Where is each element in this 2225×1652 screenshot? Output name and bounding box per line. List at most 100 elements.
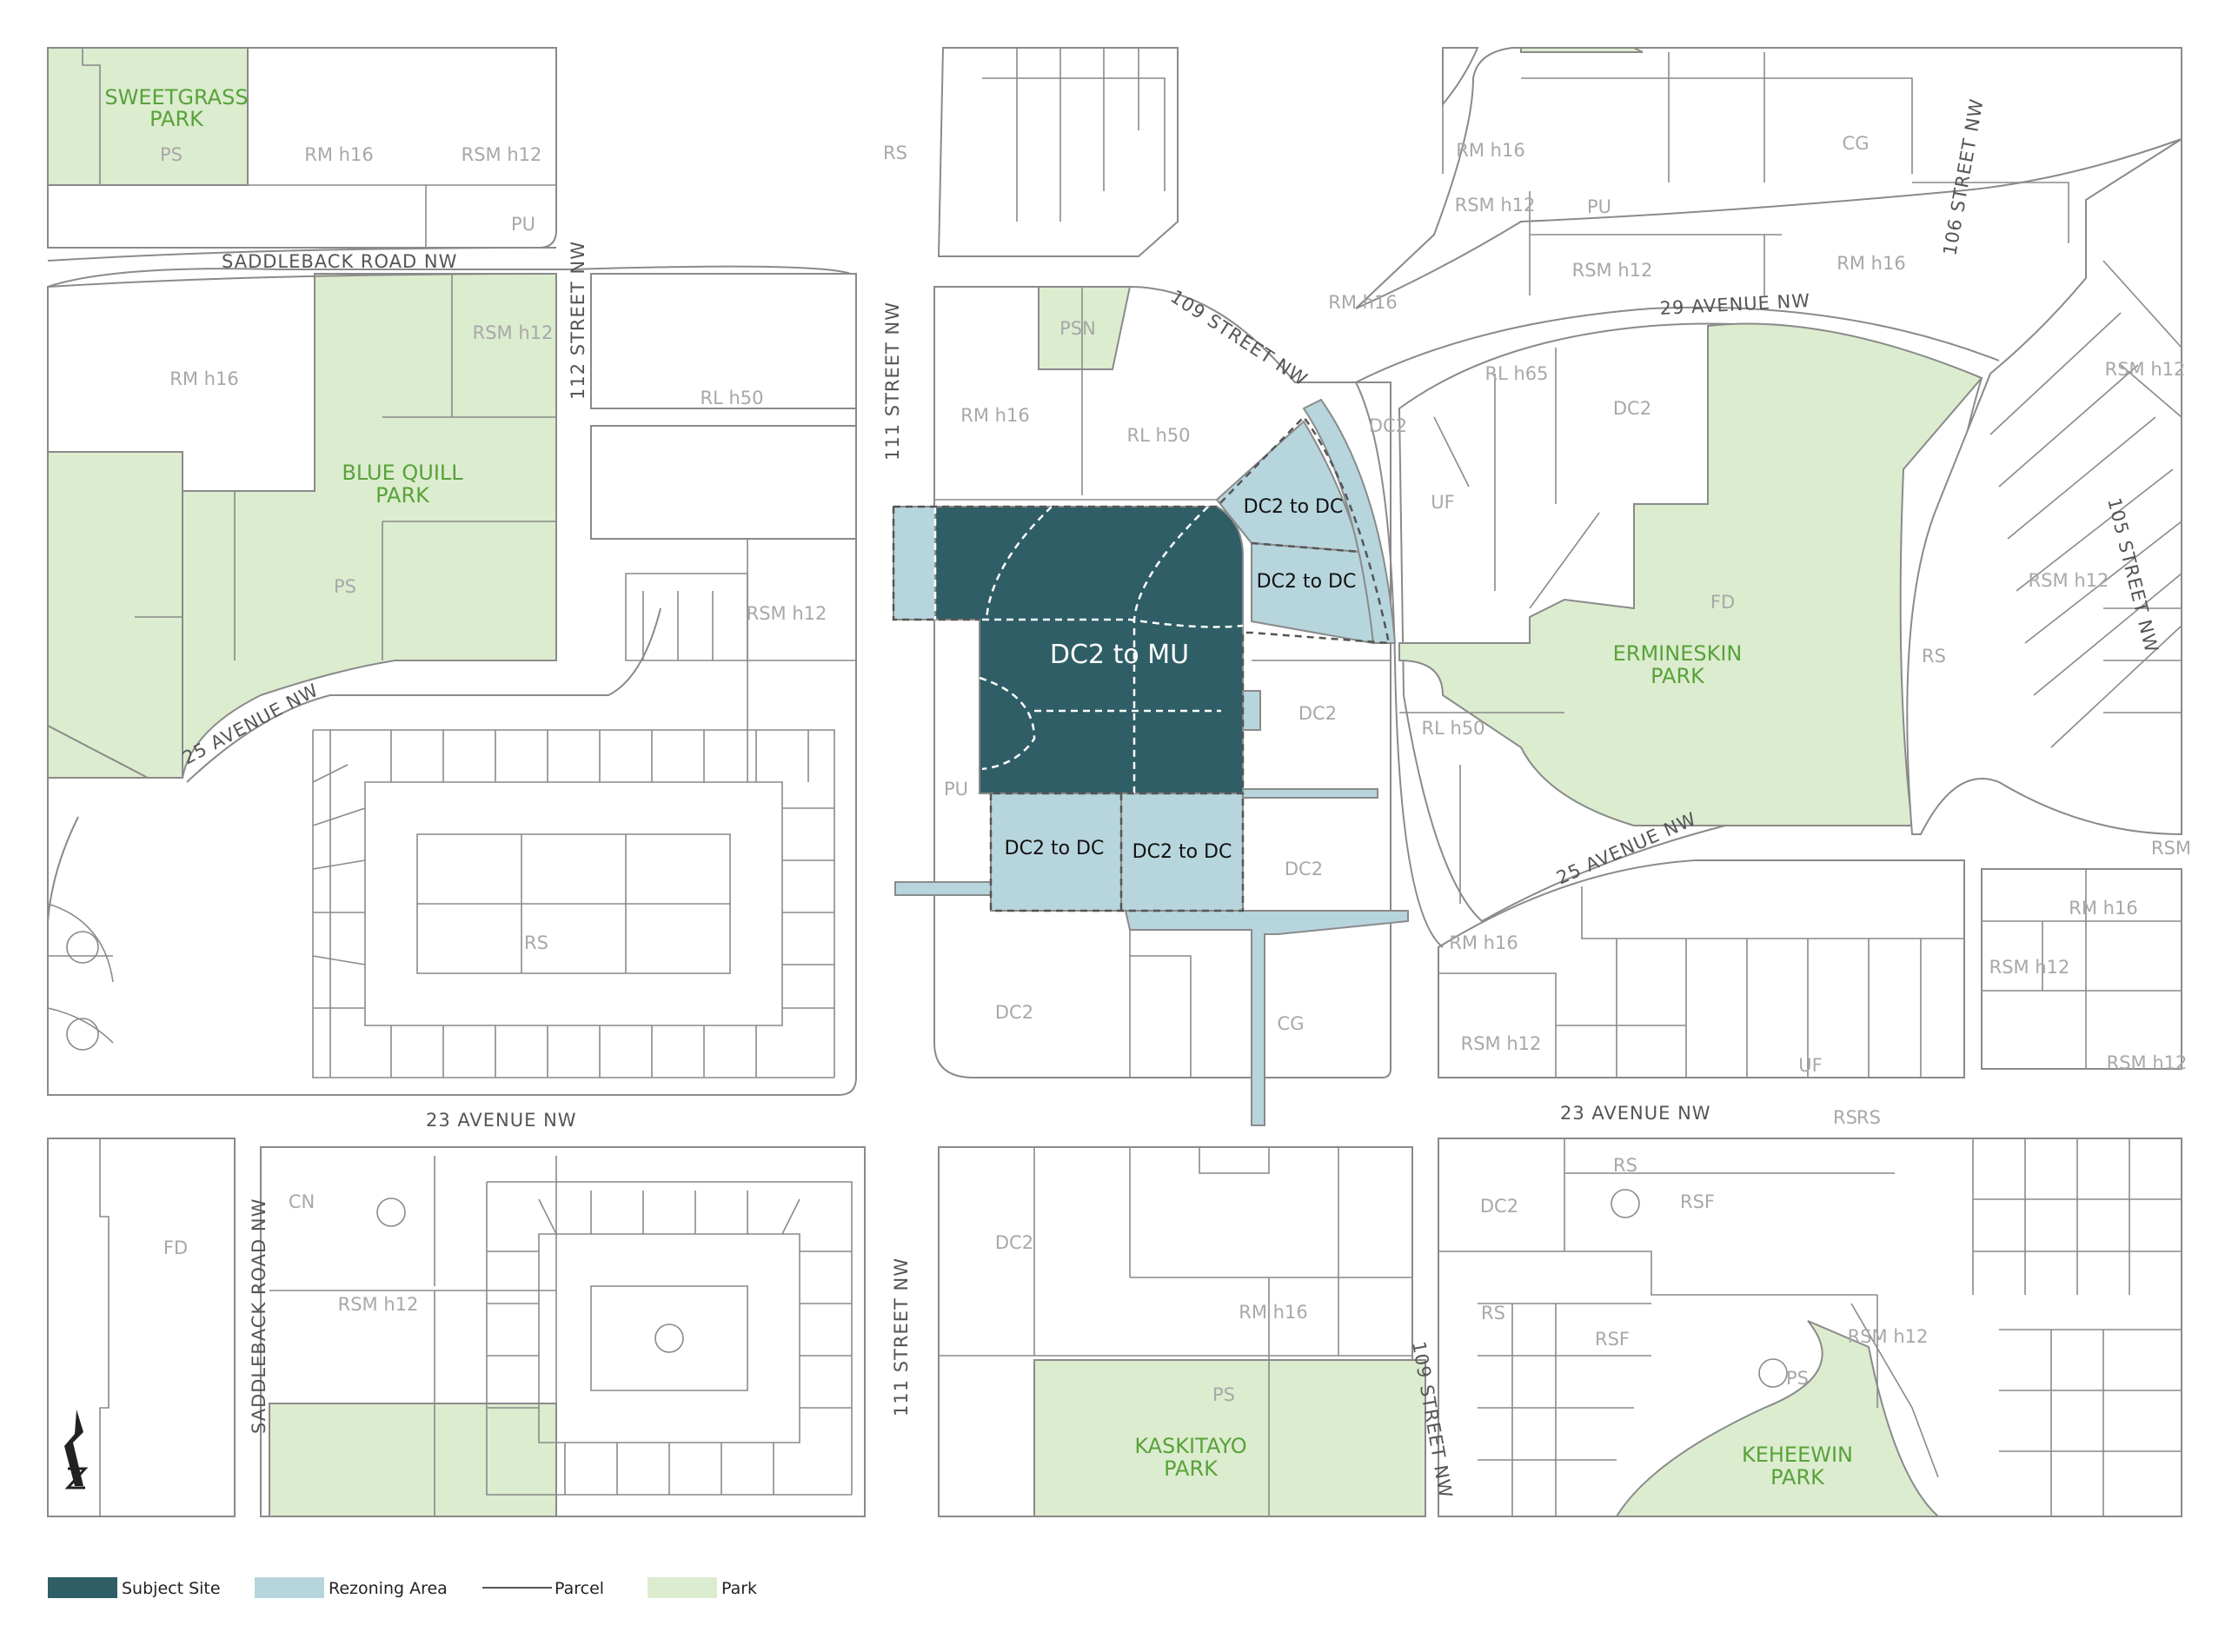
street-112: 112 STREET NW	[568, 241, 588, 400]
north-arrow-icon	[64, 1410, 89, 1489]
label-dc2-to-mu: DC2 to MU	[1050, 640, 1189, 670]
zone-label: RSM h12	[473, 322, 554, 343]
park-label-ermineskin: ERMINESKIN PARK	[1613, 641, 1743, 688]
road-29-ave	[1355, 306, 2000, 383]
zone-label: RM h16	[1239, 1302, 1307, 1323]
zone-label: CG	[1843, 133, 1870, 154]
zone-label: RS	[1922, 646, 1946, 667]
zone-label: RSM	[2151, 838, 2191, 859]
zone-label: FD	[163, 1237, 188, 1258]
legend-subject-swatch	[48, 1577, 117, 1598]
zone-label: CG	[1278, 1013, 1305, 1034]
park-label-blue-quill: BLUE QUILL PARK	[342, 461, 463, 508]
zone-label: RSM h12	[2029, 570, 2109, 591]
zone-label: RL h50	[1127, 425, 1191, 446]
street-111-south: 111 STREET NW	[891, 1257, 912, 1416]
svg-text:PARK: PARK	[149, 107, 204, 131]
zone-label: RM h16	[2069, 898, 2137, 919]
label-dc2-to-dc-s-left: DC2 to DC	[1005, 838, 1105, 859]
street-saddleback-left: SADDLEBACK ROAD NW	[249, 1198, 269, 1434]
zone-label: RSM h12	[2107, 1052, 2188, 1073]
street-111-north: 111 STREET NW	[882, 302, 903, 461]
svg-text:PARK: PARK	[375, 483, 430, 508]
zone-label: RSF	[1595, 1329, 1630, 1350]
zone-label: DC2	[995, 1232, 1033, 1253]
lots-west-residential	[47, 573, 835, 1078]
zone-label: RM h16	[1456, 140, 1524, 161]
block-112-east-2	[590, 425, 857, 540]
zone-label: RL h50	[1422, 718, 1485, 739]
park-kaskitayo	[1033, 1359, 1426, 1517]
zone-label: PU	[511, 214, 535, 235]
lots-se-25ave	[1438, 859, 1965, 1078]
zone-label: DC2	[1369, 415, 1407, 436]
street-23-ave-west: 23 AVENUE NW	[426, 1110, 577, 1131]
svg-text:SWEETGRASS: SWEETGRASS	[104, 85, 248, 109]
subject-site	[934, 506, 1244, 794]
park-label-keheewin: KEHEEWIN PARK	[1742, 1443, 1853, 1489]
park-sw-strip	[269, 1403, 557, 1517]
park-psn	[1038, 286, 1132, 370]
zone-label: RL h65	[1485, 363, 1549, 384]
lots-se-residential	[1438, 1138, 2182, 1517]
park-west-strip	[47, 451, 183, 779]
zone-label: UF	[1431, 492, 1454, 513]
zone-label: UF	[1798, 1055, 1822, 1076]
street-29-ave: 29 AVENUE NW	[1659, 290, 1811, 319]
zone-label: DC2	[1613, 398, 1651, 419]
zone-label: CN	[289, 1191, 315, 1212]
zone-label: RS	[1613, 1155, 1637, 1176]
zone-label: RS	[1833, 1107, 1857, 1128]
label-dc2-to-dc-ne-top: DC2 to DC	[1244, 496, 1344, 518]
zone-label: RSM h12	[1455, 195, 1536, 216]
zone-label: RL h50	[701, 388, 764, 408]
zone-label: RM h16	[169, 368, 238, 389]
lots-east-residential	[1906, 137, 2182, 1070]
zone-label: RSM h12	[1572, 260, 1653, 281]
label-dc2-to-dc-s-right: DC2 to DC	[1132, 841, 1232, 863]
zone-label: RSM h12	[1989, 957, 2070, 978]
block-112-east	[590, 273, 857, 409]
svg-text:BLUE QUILL: BLUE QUILL	[342, 461, 463, 485]
legend-rezoning-label: Rezoning Area	[329, 1579, 448, 1598]
zone-label: DC2	[1285, 859, 1323, 879]
zone-label: RSM h12	[1461, 1033, 1542, 1054]
label-dc2-to-dc-ne-bottom: DC2 to DC	[1257, 571, 1357, 593]
street-23-ave-east: 23 AVENUE NW	[1560, 1103, 1711, 1124]
zone-label: RM h16	[1449, 932, 1518, 953]
subject-site-internal-lines	[933, 506, 1244, 793]
block-ne-north-west	[937, 47, 1179, 257]
legend-rezoning-swatch	[255, 1577, 324, 1598]
zone-label: DC2	[1298, 703, 1337, 724]
zone-label: RM h16	[960, 405, 1029, 426]
legend-parcel-label: Parcel	[555, 1579, 604, 1598]
rezoning-boundary	[892, 415, 1391, 912]
zone-label: FD	[1710, 592, 1735, 613]
zone-label: PS	[1786, 1368, 1809, 1389]
park-sweetgrass	[47, 47, 249, 186]
svg-text:PARK: PARK	[1770, 1465, 1825, 1489]
zone-label: RSM h12	[1848, 1326, 1929, 1347]
zone-label: RS	[883, 143, 907, 163]
zone-label: PS	[1212, 1384, 1235, 1405]
zone-label: PU	[1587, 196, 1611, 217]
zone-label: RM h16	[1836, 253, 1905, 274]
road-109-st	[1355, 381, 1444, 948]
zone-label: RS	[524, 932, 548, 953]
zone-label: RSF	[1680, 1191, 1715, 1212]
zone-label: PS	[160, 144, 183, 165]
park-ne-strip	[1520, 47, 1644, 53]
zone-label: RSM h12	[2105, 359, 2186, 380]
svg-text:ERMINESKIN: ERMINESKIN	[1613, 641, 1743, 666]
legend-subject-label: Subject Site	[122, 1579, 221, 1598]
legend: Subject Site Rezoning Area Parcel Park	[48, 1577, 757, 1598]
zone-label: PS	[334, 576, 356, 597]
street-saddleback-top: SADDLEBACK ROAD NW	[222, 251, 457, 272]
zone-label: PSN	[1059, 318, 1096, 339]
zone-label: DC2	[995, 1002, 1033, 1023]
zone-label: RS	[1481, 1303, 1505, 1324]
zone-label: RM h16	[1328, 292, 1397, 313]
svg-text:PARK: PARK	[1164, 1456, 1219, 1481]
zone-label: RSM h12	[747, 603, 827, 624]
